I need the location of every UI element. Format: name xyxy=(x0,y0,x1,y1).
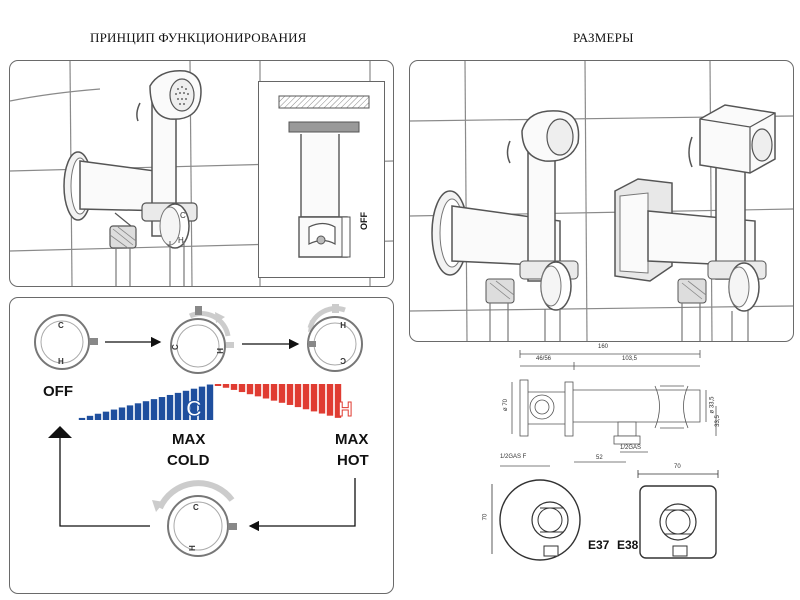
return-arrow-right xyxy=(248,478,356,532)
ramp-hot-stripe xyxy=(254,384,262,397)
knob-off-h: H xyxy=(58,357,64,366)
off-label: OFF xyxy=(43,383,73,400)
knob-cold: C H xyxy=(170,306,234,374)
knob-cold-c: C xyxy=(171,344,180,350)
knob-bottom: C H xyxy=(152,480,237,557)
ramp-cold-stripe xyxy=(182,390,190,420)
models-illustration xyxy=(410,61,793,341)
model-square-label: E38 xyxy=(617,538,639,552)
ramp-hot-stripe xyxy=(270,384,278,401)
square-shower-head xyxy=(751,128,773,162)
ramp-hot-stripe xyxy=(318,384,326,414)
svg-text:C: C xyxy=(180,211,186,220)
ramp-cold-stripe xyxy=(102,411,110,420)
ramp-hot-letter: H xyxy=(338,399,352,421)
ramp-cold-stripe xyxy=(190,388,198,420)
temperature-ramp xyxy=(78,384,342,420)
dim-center-dist: 52 xyxy=(596,455,603,461)
max-cold-label: COLD xyxy=(167,452,210,469)
ramp-cold-stripe xyxy=(86,415,94,420)
side-view-drawing xyxy=(500,350,717,467)
knob-bottom-h: H xyxy=(188,545,197,551)
dim-right-part: 103,5 xyxy=(622,356,638,362)
ramp-hot-stripe xyxy=(246,384,254,395)
ramp-cold-letter: C xyxy=(186,396,202,421)
dim-thread-left: 1/2GAS F xyxy=(500,454,527,460)
return-arrow-left xyxy=(59,438,150,527)
ramp-cold-stripe xyxy=(110,409,118,420)
model-round-label: E37 xyxy=(588,538,610,552)
knob-off: C H xyxy=(34,314,98,370)
ramp-hot-stripe xyxy=(222,384,230,388)
ramp-hot-stripe xyxy=(238,384,246,393)
max-hot-max: MAX xyxy=(335,431,369,448)
knob-bottom-c: C xyxy=(193,503,199,512)
ramp-hot-stripe xyxy=(262,384,270,399)
max-cold-max: MAX xyxy=(172,431,206,448)
svg-text:H: H xyxy=(178,236,184,245)
ramp-cold-stripe xyxy=(78,417,86,420)
dimensions-title: РАЗМЕРЫ xyxy=(573,30,634,45)
ramp-cold-stripe xyxy=(158,397,166,420)
ramp-hot-stripe xyxy=(302,384,310,410)
ramp-hot-stripe xyxy=(326,384,334,416)
front-views: 70 70 E37 E38 xyxy=(478,462,738,594)
ramp-cold-stripe xyxy=(174,392,182,420)
operation-diagram: C H C H H C C H xyxy=(34,304,363,557)
ramp-hot-stripe xyxy=(230,384,238,390)
front-views-drawing xyxy=(491,470,719,561)
holder-detail-inset: OFF xyxy=(258,81,385,278)
ramp-cold-stripe xyxy=(134,403,142,420)
technical-drawing: 160 46/56 103,5 ø 70 ø 33,5 33,5 1/2GAS … xyxy=(470,342,730,470)
ramp-cold-stripe xyxy=(150,399,158,420)
dim-height: 70 xyxy=(482,513,489,521)
holder-detail-illustration xyxy=(278,95,370,258)
ramp-cold-stripe xyxy=(166,394,174,420)
round-front-view xyxy=(499,479,581,561)
round-shower-head xyxy=(546,118,574,156)
models-panel xyxy=(409,60,794,342)
dim-square-width: 70 xyxy=(674,464,681,470)
arrow-up-head xyxy=(48,426,72,438)
ramp-hot-stripe xyxy=(334,384,342,418)
ramp-hot-stripe xyxy=(278,384,286,403)
dim-thread-right: 1/2GAS xyxy=(620,445,642,451)
ramp-cold-stripe xyxy=(94,413,102,420)
dim-diam-left: ø 70 xyxy=(503,398,510,412)
knob-cold-h: H xyxy=(215,348,224,354)
max-hot-label: HOT xyxy=(337,452,369,469)
ramp-cold-stripe xyxy=(198,386,206,420)
installation-illustration: C H xyxy=(10,61,393,286)
dim-diam-right: ø 33,5 xyxy=(709,396,716,414)
ramp-cold-stripe xyxy=(126,405,134,420)
dim-offset: 33,5 xyxy=(714,415,721,427)
knob-hot-h: H xyxy=(340,320,346,329)
holder-off-label: OFF xyxy=(359,212,369,230)
operation-panel: C H C H H C C H xyxy=(9,297,394,594)
ramp-hot-stripe xyxy=(214,384,222,386)
hose xyxy=(115,248,131,286)
dim-left-part: 46/56 xyxy=(536,356,552,362)
ramp-hot-stripe xyxy=(310,384,318,412)
ramp-hot-stripe xyxy=(286,384,294,405)
knob-hot: H C xyxy=(307,304,363,372)
installation-panel: C H OFF xyxy=(9,60,394,287)
dim-total: 160 xyxy=(598,344,609,350)
knob-off-c: C xyxy=(58,321,64,330)
ramp-cold-stripe xyxy=(142,401,150,420)
operation-principle-title: ПРИНЦИП ФУНКЦИОНИРОВАНИЯ xyxy=(90,30,307,45)
ramp-cold-stripe xyxy=(206,384,214,420)
ramp-cold-stripe xyxy=(118,407,126,420)
square-front-view xyxy=(639,485,717,559)
ramp-hot-stripe xyxy=(294,384,302,408)
knob-hot-c: C xyxy=(340,356,346,365)
